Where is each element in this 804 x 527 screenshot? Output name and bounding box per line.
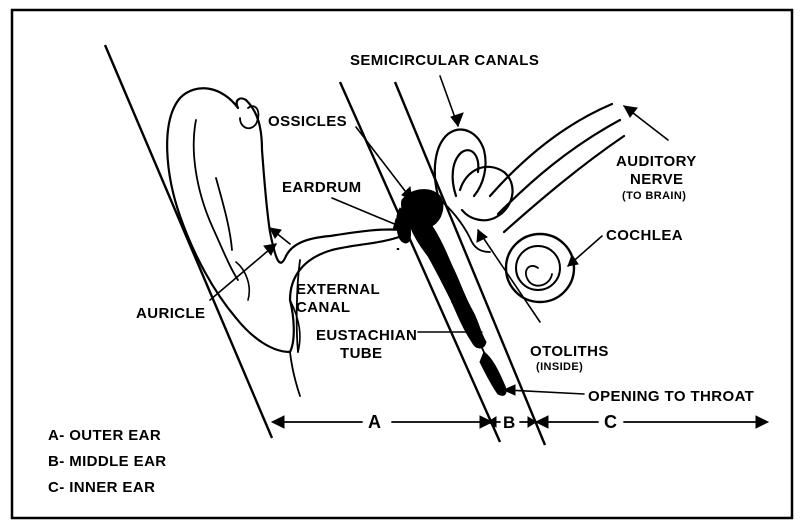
label-auditory-nerve-2: NERVE: [630, 171, 683, 188]
label-eustachian-1: EUSTACHIAN: [316, 327, 417, 344]
label-otoliths-2: (INSIDE): [536, 361, 583, 373]
label-auditory-nerve-1: AUDITORY: [616, 153, 697, 170]
legend-outer-ear: A- OUTER EAR: [48, 427, 161, 444]
section-label-c: C: [604, 412, 617, 432]
label-auricle: AURICLE: [136, 305, 205, 322]
auditory-nerve: [490, 104, 624, 232]
section-label-b: B: [503, 413, 516, 432]
semicircular-canal-2: [453, 150, 479, 196]
label-eardrum: EARDRUM: [282, 179, 361, 196]
label-opening-to-throat: OPENING TO THROAT: [588, 388, 754, 405]
semicircular-canal-3: [460, 167, 513, 220]
label-auditory-nerve-3: (TO BRAIN): [622, 190, 686, 202]
auricle-lobe-detail: [236, 262, 300, 352]
label-cochlea: COCHLEA: [606, 227, 683, 244]
vestibule: [440, 200, 490, 252]
cochlea-spiral: [526, 266, 552, 286]
auricle-inner-fold: [194, 106, 259, 280]
legend-middle-ear: B- MIDDLE EAR: [48, 453, 167, 470]
label-ossicles: OSSICLES: [268, 113, 347, 130]
section-label-a: A: [368, 412, 381, 432]
legend-inner-ear: C- INNER EAR: [48, 479, 155, 496]
outer-ear-left-boundary: [105, 45, 272, 438]
eustachian-opening: [480, 352, 506, 395]
label-external-canal-2: CANAL: [296, 299, 351, 316]
label-semicircular-canals: SEMICIRCULAR CANALS: [350, 52, 539, 69]
label-external-canal-1: EXTERNAL: [296, 281, 380, 298]
label-eustachian-2: TUBE: [340, 345, 382, 362]
label-otoliths-1: OTOLITHS: [530, 343, 609, 360]
region-arrows: [272, 416, 768, 428]
